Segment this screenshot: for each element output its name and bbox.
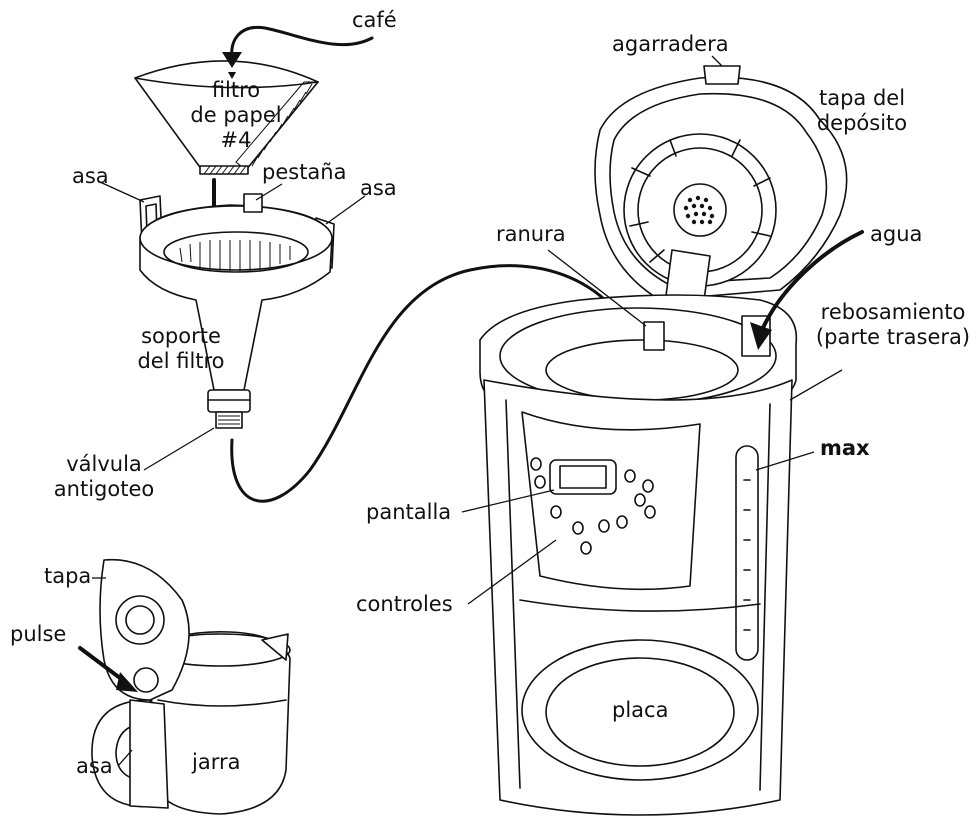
label-placa: placa xyxy=(612,698,669,722)
label-asa-filter-left: asa xyxy=(72,164,109,188)
label-pestana: pestaña xyxy=(262,160,347,184)
label-tapa: tapa xyxy=(44,564,92,588)
label-valvula: válvula antigoteo xyxy=(46,452,162,502)
coffee-arrow xyxy=(222,25,374,68)
label-soporte-filtro: soporte del filtro xyxy=(126,324,236,374)
label-valvula-line2: antigoteo xyxy=(53,477,155,501)
label-filtro-papel-line3: #4 xyxy=(220,128,252,152)
label-tapa-deposito-line2: depósito xyxy=(816,111,908,135)
label-valvula-line1: válvula xyxy=(66,452,142,476)
label-asa-carafe: asa xyxy=(76,754,113,778)
label-tapa-deposito-line1: tapa del xyxy=(818,86,906,110)
carafe-illustration xyxy=(91,558,291,815)
water-arrow xyxy=(750,230,864,350)
label-controles: controles xyxy=(356,592,453,616)
label-rebosamiento: rebosamiento (parte trasera) xyxy=(812,300,974,350)
label-ranura: ranura xyxy=(496,222,566,246)
paper-filter-illustration xyxy=(134,60,320,175)
label-pantalla: pantalla xyxy=(366,500,452,524)
label-cafe: café xyxy=(352,8,397,32)
filter-holder-illustration xyxy=(139,193,335,429)
label-asa-filter-right: asa xyxy=(360,176,397,200)
coffee-maker-illustration xyxy=(479,65,848,816)
assembly-curve-arrow xyxy=(230,264,642,503)
leader-lines xyxy=(92,55,843,767)
label-soporte-filtro-line1: soporte xyxy=(141,324,221,348)
pulse-arrow xyxy=(78,646,138,692)
label-agarradera: agarradera xyxy=(612,32,729,56)
label-filtro-papel-line2: de papel xyxy=(190,103,282,127)
label-rebosamiento-line2: (parte trasera) xyxy=(815,325,971,349)
label-filtro-papel-line1: filtro xyxy=(211,78,261,102)
label-jarra: jarra xyxy=(192,750,241,774)
label-rebosamiento-line1: rebosamiento xyxy=(820,300,966,324)
label-max: max xyxy=(820,436,870,460)
label-pulse: pulse xyxy=(10,622,67,646)
label-filtro-papel: filtro de papel #4 xyxy=(186,78,286,153)
label-agua: agua xyxy=(870,222,923,246)
label-tapa-deposito: tapa del depósito xyxy=(808,86,916,136)
label-soporte-filtro-line2: del filtro xyxy=(137,349,225,373)
